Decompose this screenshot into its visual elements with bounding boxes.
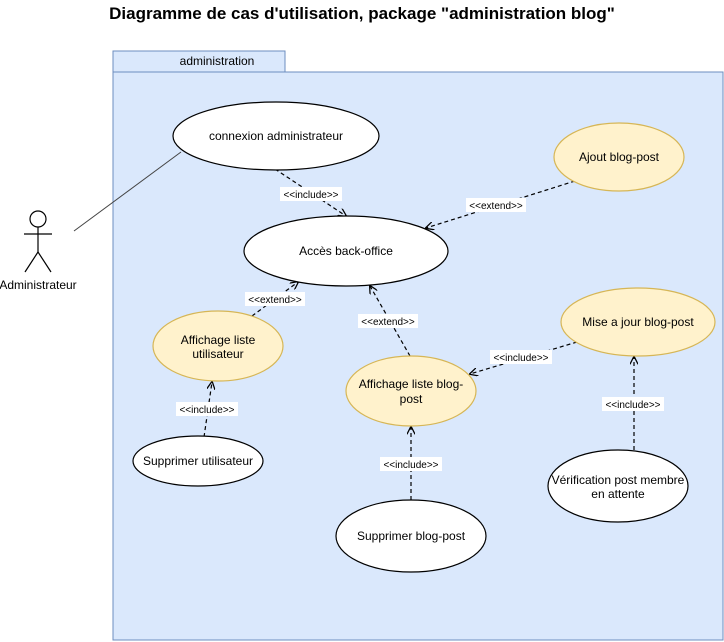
use-case-supprimer-user-label: Supprimer utilisateur — [143, 454, 253, 468]
relation-supprimer-user-affichage — [203, 382, 212, 438]
relation-label-2: <<extend>> — [469, 201, 523, 212]
relation-label-7: <<include>> — [383, 460, 438, 471]
actor-name: Administrateur — [0, 278, 77, 292]
relation-labels: <<include>> <<extend>> <<extend>> <<exte… — [176, 187, 664, 471]
use-case-ajout-blog-post[interactable]: Ajout blog-post — [553, 122, 685, 192]
use-case-supprimer-post-label: Supprimer blog-post — [357, 529, 466, 543]
use-case-connexion[interactable]: connexion administrateur — [172, 101, 380, 171]
relation-maj-affichage-posts — [470, 341, 578, 374]
relation-label-4: <<extend>> — [361, 317, 415, 328]
association-line — [73, 151, 182, 232]
use-case-affichage-users-label-2: utilisateur — [192, 347, 243, 361]
use-case-acces-label: Accès back-office — [299, 244, 393, 258]
use-case-maj-label: Mise a jour blog-post — [582, 315, 694, 329]
use-case-verification-label-1: Vérification post membre — [552, 473, 685, 487]
use-case-supprimer-blog-post[interactable]: Supprimer blog-post — [335, 499, 487, 573]
actor-head — [29, 210, 47, 228]
use-case-ajout-label: Ajout blog-post — [579, 150, 660, 164]
use-case-acces-back-office[interactable]: Accès back-office — [243, 215, 449, 287]
diagram-title: Diagramme de cas d'utilisation, package … — [109, 4, 615, 23]
relation-label-5: <<include>> — [179, 405, 234, 416]
use-case-affichage-users-label-1: Affichage liste — [181, 333, 256, 347]
relation-label-1: <<include>> — [283, 190, 338, 201]
relation-label-8: <<include>> — [605, 400, 660, 411]
use-case-affichage-liste-utilisateur[interactable]: Affichage liste utilisateur — [152, 310, 284, 382]
use-case-affichage-posts-label-2: post — [400, 392, 423, 406]
package-name: administration — [180, 54, 255, 68]
relation-label-3: <<extend>> — [248, 295, 302, 306]
use-case-affichage-liste-blog-post[interactable]: Affichage liste blog- post — [345, 355, 477, 427]
use-case-connexion-label: connexion administrateur — [209, 129, 343, 143]
use-case-verification-label-2: en attente — [591, 487, 645, 501]
use-case-affichage-posts-label-1: Affichage liste blog- — [359, 377, 464, 391]
actor-left-leg — [24, 251, 39, 273]
use-case-mise-a-jour-blog-post[interactable]: Mise a jour blog-post — [560, 287, 716, 357]
actor-right-leg — [37, 251, 52, 273]
relation-label-6: <<include>> — [493, 353, 548, 364]
actor-administrateur[interactable]: Administrateur — [0, 210, 77, 292]
use-case-verification-post-membre[interactable]: Vérification post membre en attente — [547, 449, 689, 523]
use-case-supprimer-utilisateur[interactable]: Supprimer utilisateur — [132, 435, 264, 487]
